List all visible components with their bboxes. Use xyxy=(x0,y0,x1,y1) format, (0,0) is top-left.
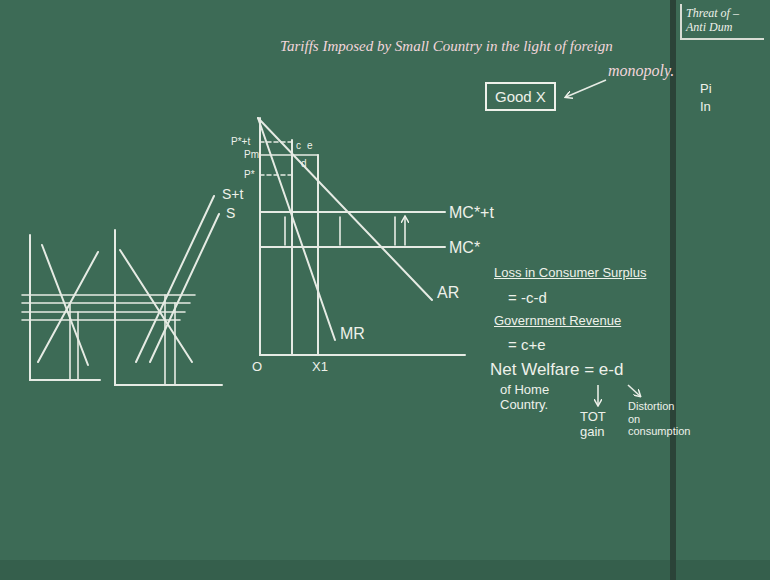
box-text: Good X xyxy=(495,88,546,105)
box-text: Threat of – Anti Dum xyxy=(686,7,760,35)
note-text: of Home Country. xyxy=(500,383,562,413)
area-letter: d xyxy=(301,158,307,170)
axis-label: O xyxy=(252,360,262,375)
next-board-heading: Threat of – Anti Dum xyxy=(680,4,764,40)
axis-label: P* xyxy=(244,169,255,181)
note-heading: Government Revenue xyxy=(494,314,621,329)
note-heading: Loss in Consumer Surplus xyxy=(494,266,646,281)
good-box: Good X xyxy=(485,82,556,111)
next-board-text: In xyxy=(700,100,711,115)
axis-label: Pm xyxy=(244,149,259,161)
curve-label: MR xyxy=(340,325,365,343)
area-letter: e xyxy=(307,140,313,152)
curve-label: S+t xyxy=(222,186,243,202)
leader-arrows xyxy=(566,80,640,405)
next-board-text: Pi xyxy=(700,82,712,97)
monopoly-diagram xyxy=(258,118,465,355)
board-ledge xyxy=(0,560,770,580)
area-letter: c xyxy=(296,140,301,152)
left-diagrams xyxy=(22,196,222,385)
title-continuation: monopoly. xyxy=(608,62,674,80)
note-text: = -c-d xyxy=(508,289,547,306)
curve-label: MC* xyxy=(449,239,480,257)
curve-label: MC*+t xyxy=(449,204,494,222)
note-text: Distortion on consumption xyxy=(628,400,668,438)
note-text: TOT gain xyxy=(580,410,624,440)
curve-label: AR xyxy=(437,284,459,302)
note-text: = c+e xyxy=(508,336,546,353)
axis-label: P*+t xyxy=(231,136,250,148)
axis-label: X1 xyxy=(312,360,328,375)
board-title: Tariffs Imposed by Small Country in the … xyxy=(280,38,613,55)
curve-label: S xyxy=(226,205,235,221)
note-text: Net Welfare = e-d xyxy=(490,360,623,380)
panel-divider xyxy=(670,0,676,580)
